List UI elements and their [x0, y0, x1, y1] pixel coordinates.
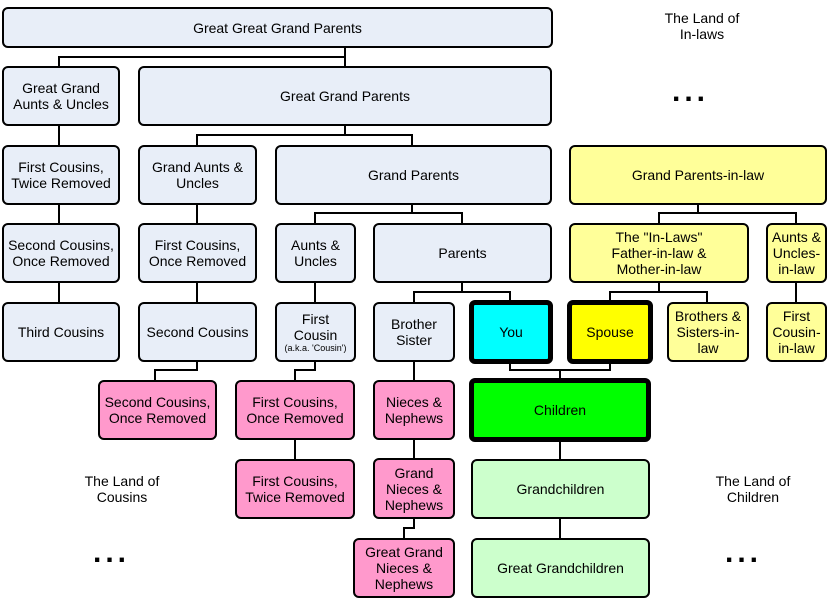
node-label: Children	[533, 402, 587, 418]
node-label: Brother Sister	[391, 316, 437, 348]
node-label: Grand Nieces & Nephews	[384, 464, 444, 513]
node-label: Spouse	[586, 324, 634, 340]
node-label: Aunts & Uncles- in-law	[771, 229, 822, 277]
nieces-nephews-box: Nieces & Nephews	[373, 380, 455, 440]
connector-line	[412, 212, 463, 223]
node-label: Great Great Grand Parents	[193, 19, 362, 36]
node-label: First Cousins, Twice Removed	[245, 473, 345, 505]
node-label: First Cousins, Twice Removed	[11, 159, 111, 191]
first-cousin-box: First Cousin (a.k.a. 'Cousin')	[275, 302, 356, 362]
land-of-cousins-label: The Land of Cousins	[84, 473, 160, 505]
aunts-uncles-in-law-box: Aunts & Uncles- in-law	[766, 223, 827, 283]
connector-line	[413, 282, 463, 302]
connector-line	[154, 361, 198, 380]
children-box: Children	[469, 378, 651, 442]
node-label: First Cousin- in-law	[772, 308, 821, 356]
second-cousins-box: Second Cousins	[138, 302, 257, 362]
connector-line	[462, 291, 511, 302]
connector-line	[314, 204, 413, 223]
in-laws-box: The "In-Laws" Father-in-law & Mother-in-…	[569, 223, 749, 283]
spouse-box: Spouse	[567, 300, 653, 364]
grand-aunts-uncles-box: Grand Aunts & Uncles	[138, 145, 257, 205]
connector-line	[658, 204, 699, 223]
ellipsis-cousins: ...	[93, 536, 131, 569]
connector-line	[659, 291, 708, 302]
connector-line	[345, 134, 413, 145]
node-label: Second Cousins	[146, 324, 249, 340]
connector-line	[196, 126, 346, 145]
first-cousins-twice-removed-bottom-box: First Cousins, Twice Removed	[235, 459, 355, 519]
node-label: First Cousins, Once Removed	[246, 394, 344, 426]
third-cousins-box: Third Cousins	[2, 302, 120, 362]
great-great-grand-parents-box: Great Great Grand Parents	[2, 7, 553, 48]
node-label: Great Grand Aunts & Uncles	[13, 80, 109, 112]
node-label: Grand Parents	[367, 167, 460, 183]
land-of-children-label: The Land of Children	[715, 473, 791, 505]
land-of-inlaws-label: The Land of In-laws	[664, 10, 740, 42]
node-label: You	[499, 324, 523, 340]
parents-box: Parents	[373, 223, 552, 283]
second-cousins-once-removed-bottom-box: Second Cousins, Once Removed	[98, 380, 217, 440]
node-label: Third Cousins	[17, 324, 105, 340]
connector-line	[609, 282, 660, 302]
node-label: Grand Aunts & Uncles	[151, 159, 244, 191]
grand-parents-box: Grand Parents	[275, 145, 552, 205]
great-grand-nieces-nephews-box: Great Grand Nieces & Nephews	[353, 538, 455, 598]
node-label: Grand Parents-in-law	[631, 167, 765, 183]
node-label: The "In-Laws" Father-in-law & Mother-in-…	[611, 229, 707, 277]
node-sublabel: (a.k.a. 'Cousin')	[284, 342, 347, 353]
first-cousin-in-law-box: First Cousin- in-law	[766, 302, 827, 362]
grandchildren-box: Grandchildren	[471, 459, 650, 519]
node-label: Second Cousins, Once Removed	[104, 394, 211, 426]
first-cousins-once-removed-bottom-box: First Cousins, Once Removed	[235, 380, 355, 440]
node-label: Great Grand Parents	[280, 88, 410, 104]
grand-nieces-nephews-box: Grand Nieces & Nephews	[373, 458, 455, 519]
connector-line	[294, 361, 316, 380]
grand-parents-in-law-box: Grand Parents-in-law	[569, 145, 827, 205]
node-label: Brothers & Sisters-in- law	[674, 308, 742, 356]
aunts-uncles-box: Aunts & Uncles	[275, 223, 356, 283]
connector-line	[58, 47, 346, 66]
node-label: Great Grandchildren	[497, 560, 624, 576]
node-label: Aunts & Uncles	[290, 237, 341, 269]
ellipsis-children: ...	[725, 536, 763, 569]
great-grandchildren-box: Great Grandchildren	[471, 538, 650, 598]
great-grand-parents-box: Great Grand Parents	[138, 66, 552, 126]
node-label: Second Cousins, Once Removed	[8, 237, 114, 269]
second-cousins-once-removed-top-box: Second Cousins, Once Removed	[2, 223, 120, 283]
first-cousins-once-removed-top-box: First Cousins, Once Removed	[138, 223, 257, 283]
great-grand-aunts-uncles-box: Great Grand Aunts & Uncles	[2, 66, 120, 126]
node-label: Great Grand Nieces & Nephews	[365, 544, 443, 592]
node-label: Nieces & Nephews	[384, 394, 444, 426]
you-box: You	[469, 300, 553, 364]
brother-sister-box: Brother Sister	[373, 302, 455, 362]
node-label: First Cousins, Once Removed	[148, 237, 247, 269]
ellipsis-inlaws: ...	[672, 75, 710, 108]
brothers-sisters-in-law-box: Brothers & Sisters-in- law	[667, 302, 749, 362]
node-label: Grandchildren	[516, 481, 605, 497]
connector-line	[698, 212, 797, 223]
node-label: First Cousin	[293, 310, 338, 343]
connector-line	[403, 518, 415, 538]
first-cousins-twice-removed-box: First Cousins, Twice Removed	[2, 145, 120, 205]
node-label: Parents	[438, 245, 487, 261]
